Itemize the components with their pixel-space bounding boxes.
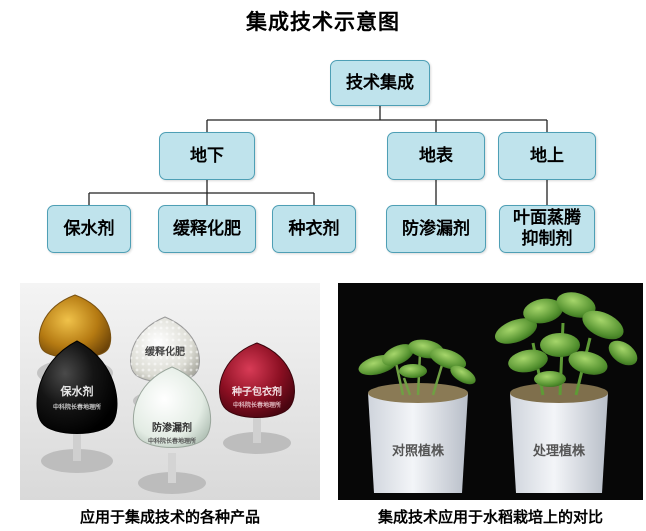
rice-comparison-drawing: 对照植株 处理植株 bbox=[338, 283, 643, 500]
node-water-retainer: 保水剂 bbox=[47, 205, 131, 253]
pot-control-label: 对照植株 bbox=[392, 443, 445, 459]
jar-seed-coat-icon: 种子包衣剂 中科院长春地理所 bbox=[219, 342, 295, 454]
jar-water-retainer-maker: 中科院长春地理所 bbox=[53, 403, 101, 411]
node-transpiration-inhibitor-line1: 叶面蒸腾 bbox=[513, 208, 581, 228]
rice-comparison-caption: 集成技术应用于水稻栽培上的对比 bbox=[377, 508, 603, 526]
node-surface: 地表 bbox=[387, 132, 485, 180]
node-transpiration-inhibitor: 叶面蒸腾 抑制剂 bbox=[499, 205, 595, 253]
node-seed-coating: 种衣剂 bbox=[272, 205, 356, 253]
node-transpiration-inhibitor-line2: 抑制剂 bbox=[521, 229, 573, 249]
pot-treated-icon: 处理植株 bbox=[494, 292, 638, 493]
products-photo: 保水剂 中科院长春地理所 缓释化肥 防渗漏剂 中科院长春地理所 种子包衣剂 中科… bbox=[20, 283, 320, 500]
diagram-title: 集成技术示意图 bbox=[246, 10, 400, 34]
jar-water-retainer-icon: 保水剂 中科院长春地理所 bbox=[36, 340, 118, 473]
jar-anti-seepage-label: 防渗漏剂 bbox=[152, 421, 192, 434]
jar-seed-coat-label: 种子包衣剂 bbox=[231, 385, 282, 398]
node-slow-release-fertilizer: 缓释化肥 bbox=[158, 205, 256, 253]
jar-anti-seepage-icon: 防渗漏剂 中科院长春地理所 bbox=[132, 366, 212, 494]
rice-comparison-photo: 对照植株 处理植株 bbox=[338, 283, 643, 500]
node-underground: 地下 bbox=[159, 132, 255, 180]
tree-connectors bbox=[88, 106, 548, 205]
node-anti-seepage: 防渗漏剂 bbox=[386, 205, 486, 253]
pot-control-icon: 对照植株 bbox=[358, 339, 476, 493]
node-above-ground: 地上 bbox=[498, 132, 596, 180]
jar-seed-coat-maker: 中科院长春地理所 bbox=[233, 401, 281, 409]
products-photo-drawing: 保水剂 中科院长春地理所 缓释化肥 防渗漏剂 中科院长春地理所 种子包衣剂 中科… bbox=[20, 283, 320, 500]
jar-fertilizer-label: 缓释化肥 bbox=[144, 345, 185, 358]
node-root: 技术集成 bbox=[330, 60, 430, 106]
jar-water-retainer-label: 保水剂 bbox=[60, 384, 94, 398]
products-caption: 应用于集成技术的各种产品 bbox=[79, 508, 260, 526]
jar-anti-seepage-maker: 中科院长春地理所 bbox=[148, 437, 196, 445]
pot-treated-label: 处理植株 bbox=[532, 443, 586, 459]
